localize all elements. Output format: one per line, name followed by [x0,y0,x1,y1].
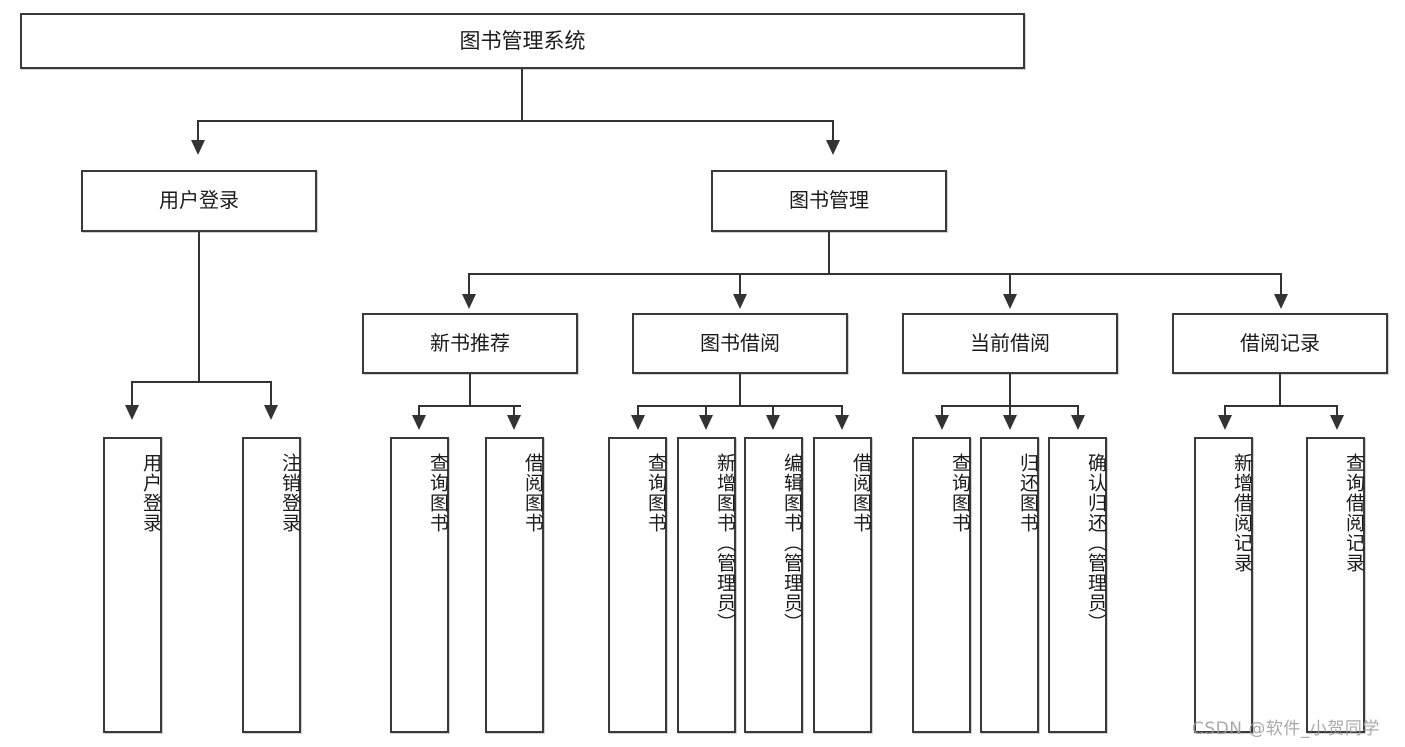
edge-root-to-user-login [197,120,199,143]
edge-new-book-c2 [513,405,515,419]
node-label: 新增借阅记录 [1231,453,1253,573]
edge-book-borrow-bus [637,405,843,407]
node-label: 借阅图书 [850,453,872,533]
arrowhead-query-book-2 [631,415,645,430]
arrowhead-book-mgmt [826,140,840,155]
node-label: 新增图书（管理员） [714,453,736,633]
arrowhead-borrow-book-1 [507,415,521,430]
edge-current-borrow-stem [1009,374,1011,406]
edge-root-bus [197,120,834,122]
node-label: 图书管理 [789,188,869,213]
edge-borrow-record-bus [1224,405,1338,407]
edge-current-borrow-c2 [1009,405,1011,419]
arrowhead-leaf-user-login [125,405,139,420]
node-label: 借阅记录 [1240,330,1320,355]
node-user-login[interactable]: 用户登录 [81,170,317,232]
node-label: 查询图书 [949,453,971,533]
node-book-management[interactable]: 图书管理 [711,170,947,232]
node-label: 借阅图书 [522,453,544,533]
edge-borrow-record-c2 [1336,405,1338,419]
leaf-return-book[interactable]: 归还图书 [980,437,1039,733]
edge-user-login-left [131,381,133,407]
edge-new-book-c1 [418,405,420,419]
arrowhead-add-book [699,415,713,430]
leaf-confirm-return-admin[interactable]: 确认归还（管理员） [1048,437,1107,733]
arrowhead-borrow-record [1274,294,1288,309]
edge-book-borrow-c3 [772,405,774,419]
node-label: 图书借阅 [700,330,780,355]
node-current-borrow[interactable]: 当前借阅 [902,313,1118,374]
edge-root-to-book-mgmt [832,120,834,143]
leaf-user-login[interactable]: 用户登录 [103,437,162,733]
edge-new-book-stem [469,374,471,406]
edge-borrow-record-stem [1279,374,1281,406]
edge-user-login-right [270,381,272,407]
node-label: 查询借阅记录 [1343,453,1365,573]
arrowhead-add-record [1218,415,1232,430]
leaf-query-book-current[interactable]: 查询图书 [912,437,971,733]
arrowhead-query-book-1 [412,415,426,430]
arrowhead-book-borrow [733,294,747,309]
node-label: 注销登录 [279,453,301,533]
edge-book-borrow-c1 [637,405,639,419]
edge-to-book-borrow [739,273,741,296]
node-label: 图书管理系统 [459,28,586,53]
node-label: 编辑图书（管理员） [781,453,803,633]
edge-new-book-bus [418,405,521,407]
edge-current-borrow-c3 [1077,405,1079,419]
arrowhead-current-borrow [1003,294,1017,309]
leaf-query-borrow-record[interactable]: 查询借阅记录 [1306,437,1365,733]
leaf-query-book-recommend[interactable]: 查询图书 [390,437,449,733]
arrowhead-confirm-return [1071,415,1085,430]
leaf-query-book-borrow[interactable]: 查询图书 [608,437,667,733]
leaf-add-borrow-record[interactable]: 新增借阅记录 [1194,437,1253,733]
arrowhead-leaf-logout [264,405,278,420]
edge-user-login-bus [131,381,271,383]
edge-current-borrow-c1 [941,405,943,419]
arrowhead-new-book [462,294,476,309]
edge-user-login-stem [198,232,200,382]
node-new-book-recommend[interactable]: 新书推荐 [362,313,578,374]
node-label: 确认归还（管理员） [1085,453,1107,633]
edge-to-borrow-record [1280,273,1282,296]
node-label: 当前借阅 [970,330,1050,355]
arrowhead-query-book-3 [935,415,949,430]
node-label: 归还图书 [1017,453,1039,533]
node-label: 新书推荐 [430,330,510,355]
watermark: CSDN @软件_小贺同学 [1192,719,1380,739]
arrowhead-query-record [1330,415,1344,430]
node-label: 查询图书 [645,453,667,533]
leaf-borrow-book[interactable]: 借阅图书 [813,437,872,733]
arrowhead-edit-book [766,415,780,430]
edge-to-current-borrow [1009,273,1011,296]
edge-book-mgmt-stem [828,232,830,274]
edge-book-mgmt-bus [468,273,1282,275]
node-root-system[interactable]: 图书管理系统 [20,13,1025,69]
edge-borrow-record-c1 [1224,405,1226,419]
node-label: 查询图书 [427,453,449,533]
node-label: 用户登录 [140,453,162,533]
leaf-borrow-book-recommend[interactable]: 借阅图书 [485,437,544,733]
edge-root-stem [521,69,523,121]
edge-book-borrow-c4 [841,405,843,419]
node-borrow-record[interactable]: 借阅记录 [1172,313,1388,374]
leaf-logout[interactable]: 注销登录 [242,437,301,733]
edge-to-new-book [468,273,470,296]
leaf-edit-book-admin[interactable]: 编辑图书（管理员） [744,437,803,733]
arrowhead-user-login [191,140,205,155]
node-label: 用户登录 [159,188,239,213]
edge-book-borrow-c2 [705,405,707,419]
arrowhead-borrow-book-2 [835,415,849,430]
leaf-add-book-admin[interactable]: 新增图书（管理员） [677,437,736,733]
edge-book-borrow-stem [739,374,741,406]
node-book-borrow[interactable]: 图书借阅 [632,313,848,374]
arrowhead-return-book [1003,415,1017,430]
